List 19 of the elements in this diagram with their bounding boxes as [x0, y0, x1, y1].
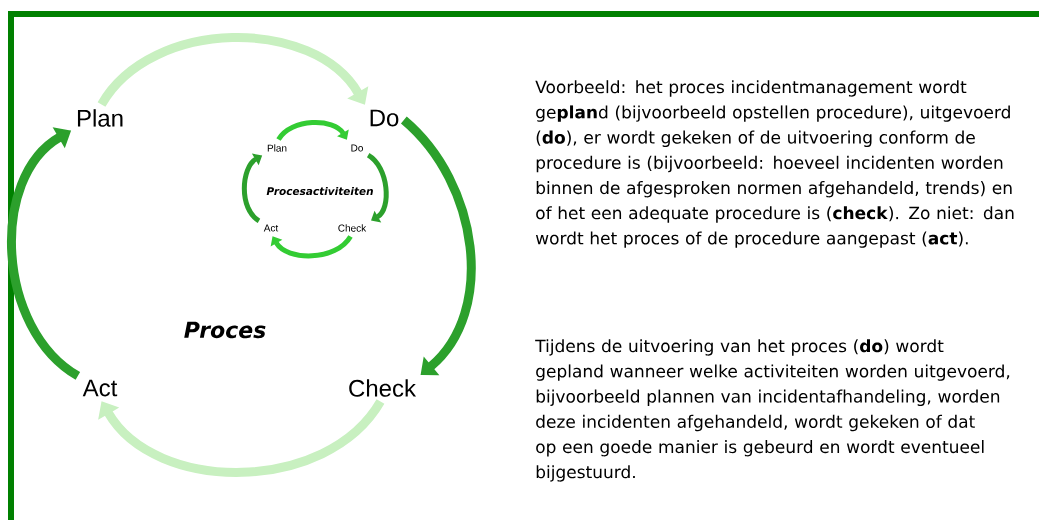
step-label: Do: [370, 109, 399, 127]
block-arrow: [400, 116, 476, 376]
step-label: Act: [263, 224, 279, 232]
step-label: Plan: [267, 144, 287, 152]
step-label: Plan: [77, 109, 123, 127]
step-label: Check: [338, 224, 367, 232]
step-label: Check: [349, 379, 417, 397]
step-label: Do: [351, 144, 363, 152]
block-arrow: [98, 398, 385, 477]
block-arrow: [270, 235, 353, 259]
block-arrow: [366, 153, 389, 223]
paragraph: Tijdens de uitvoering van het proces (do) wordt gepland wanneer welke activiteiten worden uitgevoerd, bijvoorbeeld plannen van incidentafhandeling, worden deze incidenten afgehandeld, wordt gekeken of dat op een goede manier is gebeurd en wordt eventueel bijgestuurd.: [535, 339, 1010, 482]
block-arrow: [97, 33, 369, 108]
block-arrow: [7, 127, 81, 380]
step-label: Act: [82, 379, 118, 397]
paragraph: Voorbeeld: het proces incidentmanagement wordt gepland (bijvoorbeeld opstellen procedure), uitgevoerd (do), er wordt gekeken of de uitvoering conform de procedure is (bijvoorbeeld: hoeveel incidenten worden binnen de afgesproken normen afgehandeld, trends) en of het een adequate procedure is (check). Zo niet: dan wordt het proces of de procedure aangepast (act).: [535, 80, 1014, 248]
diagram-label: Proces: [184, 321, 266, 339]
diagram-label: Procesactiviteiten: [266, 186, 373, 196]
block-arrow: [276, 120, 349, 142]
